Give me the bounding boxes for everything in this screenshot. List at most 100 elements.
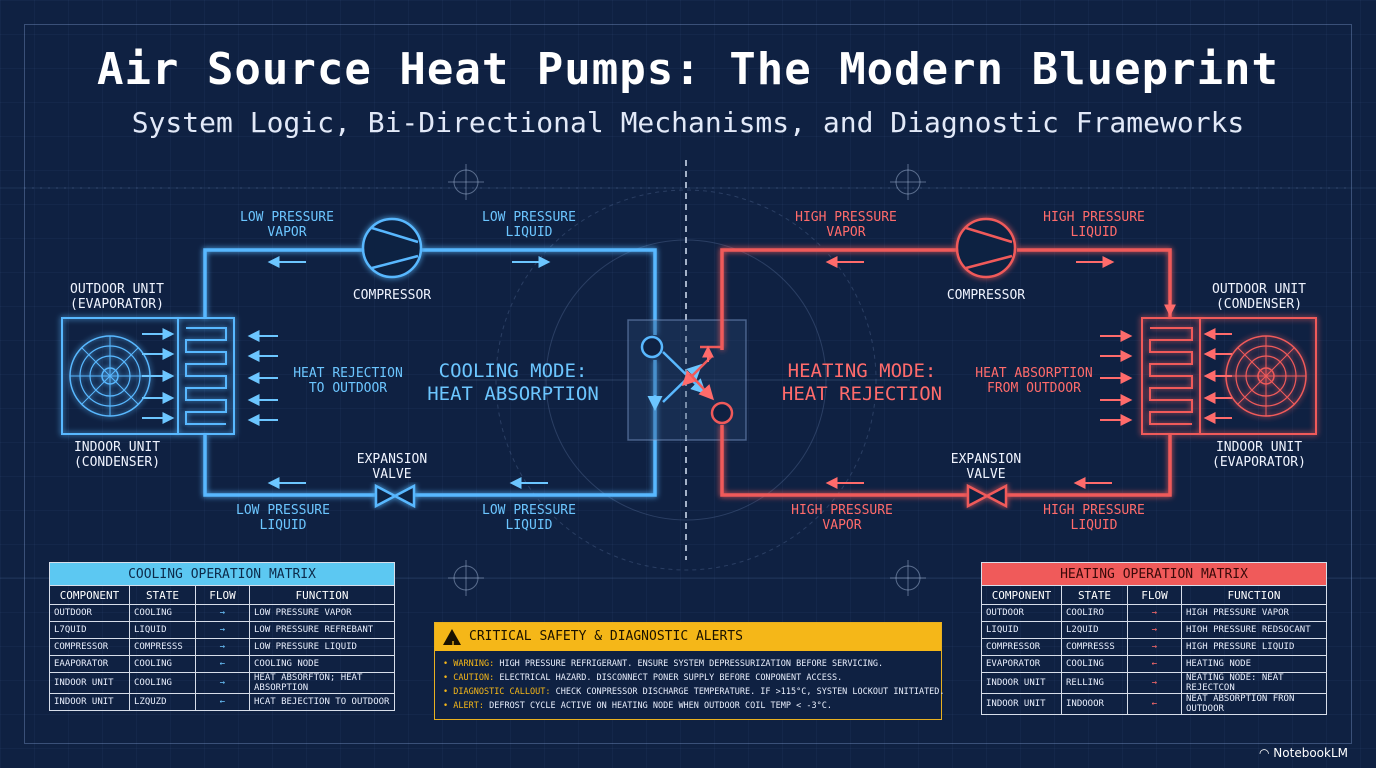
matrix-cell-component: EAAPORATOR <box>49 655 130 673</box>
crosshair-marks <box>448 164 926 596</box>
matrix-header: FLOW <box>1127 585 1182 605</box>
matrix-cell-component: OUTDOOR <box>49 604 130 622</box>
matrix-cell-flow: → <box>195 638 250 656</box>
matrix-cell-function: HIGH PRESSURE VAPOR <box>1181 604 1327 622</box>
matrix-cell-component: L7QUID <box>49 621 130 639</box>
matrix-cell-flow: → <box>1127 638 1182 656</box>
matrix-header: STATE <box>129 585 196 605</box>
matrix-cell-flow: ← <box>195 655 250 673</box>
matrix-cell-component: INDOOR UNIT <box>49 672 130 694</box>
matrix-cell-function: COOLING NODE <box>249 655 395 673</box>
matrix-cell-component: COMPRESSOR <box>981 638 1062 656</box>
matrix-cell-flow: → <box>195 621 250 639</box>
cooling-operation-matrix: COOLING OPERATION MATRIX COMPONENT STATE… <box>49 562 395 711</box>
matrix-cell-function: LOW PRESSURE VAPOR <box>249 604 395 622</box>
reversing-valve-icon <box>627 319 747 441</box>
matrix-cell-state: L2QUID <box>1061 621 1128 639</box>
heating-mode-label: HEATING MODE:HEAT REJECTION <box>781 360 943 405</box>
matrix-cell-function: HIOH PRESSURE REDSOCANT <box>1181 621 1327 639</box>
matrix-cell-function: HCAT BEJECTION TO OUTDOOR <box>249 693 395 711</box>
cooling-matrix-title: COOLING OPERATION MATRIX <box>49 562 395 586</box>
matrix-cell-flow: → <box>1127 672 1182 694</box>
heating-expansion-valve-icon <box>966 483 1008 509</box>
matrix-header: FLOW <box>195 585 250 605</box>
matrix-cell-state: COOLING <box>1061 655 1128 673</box>
matrix-cell-state: LZQUZD <box>129 693 196 711</box>
matrix-cell-function: HIGH PRESSURE LIQUID <box>1181 638 1327 656</box>
matrix-cell-state: INDOOOR <box>1061 693 1128 715</box>
matrix-cell-state: COMPRESSS <box>129 638 196 656</box>
matrix-cell-function: HEATING NODE <box>1181 655 1327 673</box>
matrix-cell-state: RELLING <box>1061 672 1128 694</box>
matrix-cell-component: EVAPORATOR <box>981 655 1062 673</box>
matrix-cell-component: INDOOR UNIT <box>49 693 130 711</box>
matrix-cell-flow: ← <box>1127 655 1182 673</box>
cooling-air-arrows <box>142 328 278 426</box>
blueprint-frame <box>24 24 1352 744</box>
heating-flow-arrows <box>702 256 1176 489</box>
matrix-cell-state: COOLIRO <box>1061 604 1128 622</box>
matrix-cell-state: COOLING <box>129 655 196 673</box>
heating-matrix-title: HEATING OPERATION MATRIX <box>981 562 1327 586</box>
heating-compressor-icon <box>955 217 1017 279</box>
matrix-cell-state: COOLING <box>129 604 196 622</box>
heating-loop <box>720 248 1172 497</box>
matrix-cell-component: LIQUID <box>981 621 1062 639</box>
heating-air-arrows <box>1100 328 1232 426</box>
matrix-cell-state: COOLING <box>129 672 196 694</box>
matrix-header: STATE <box>1061 585 1128 605</box>
heating-outdoor-unit-label: OUTDOOR UNIT(CONDENSER) <box>1212 282 1306 312</box>
cooling-indoor-unit-label: INDOOR UNIT(CONDENSER) <box>73 440 161 470</box>
matrix-cell-flow: → <box>1127 604 1182 622</box>
cooling-expansion-valve-icon <box>374 483 416 509</box>
matrix-cell-flow: → <box>195 604 250 622</box>
heating-indoor-unit-label: INDOOR UNIT(EVAPORATOR) <box>1212 440 1306 470</box>
matrix-cell-state: LIQUID <box>129 621 196 639</box>
cooling-outdoor-unit-icon <box>61 317 235 435</box>
heating-compressor-label: COMPRESSOR <box>946 288 1026 303</box>
matrix-header: FUNCTION <box>249 585 395 605</box>
matrix-header: COMPONENT <box>981 585 1062 605</box>
matrix-cell-function: NEAT ABSORPTION FRON OUTDOOR <box>1181 693 1327 715</box>
matrix-cell-function: LOW PRESSURE LIQUID <box>249 638 395 656</box>
matrix-cell-component: INDOOR UNIT <box>981 672 1062 694</box>
alert-item: • DIAGNOSTIC CALLOUT: CHECK CONPRESSOR D… <box>443 687 945 697</box>
heating-operation-matrix: HEATING OPERATION MATRIX COMPONENT STATE… <box>981 562 1327 715</box>
cooling-mode-label: COOLING MODE:HEAT ABSORPTION <box>427 360 599 405</box>
alert-item: • WARNING: HIGH PRESSURE REFRIGERANT. EN… <box>443 659 884 669</box>
matrix-cell-function: HEAT ABSORFTON; HEAT ABSORPTION <box>249 672 395 694</box>
matrix-cell-flow: ← <box>1127 693 1182 715</box>
alert-item: • CAUTION: ELECTRICAL HAZARD. DISCONNECT… <box>443 673 843 683</box>
cooling-compressor-label: COMPRESSOR <box>352 288 432 303</box>
matrix-cell-flow: ← <box>195 693 250 711</box>
notebooklm-logo: ◠ NotebookLM <box>1259 746 1348 760</box>
alerts-header: ! CRITICAL SAFETY & DIAGNOSTIC ALERTS <box>435 623 941 651</box>
cooling-flow-arrows <box>267 256 551 489</box>
cooling-compressor-icon <box>361 217 423 279</box>
page-title: Air Source Heat Pumps: The Modern Bluepr… <box>96 44 1280 95</box>
alerts-title: CRITICAL SAFETY & DIAGNOSTIC ALERTS <box>469 629 743 644</box>
matrix-cell-component: COMPRESSOR <box>49 638 130 656</box>
